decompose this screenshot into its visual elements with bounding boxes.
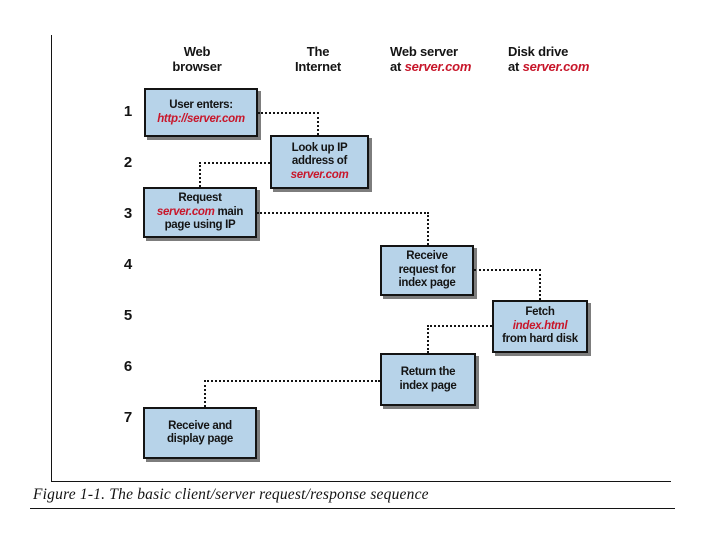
connector-6-7-horizontal xyxy=(204,380,380,382)
connector-3-4-vertical xyxy=(427,212,429,245)
connector-2-3-vertical xyxy=(199,162,201,187)
connector-4-5-vertical xyxy=(539,269,541,300)
figure-caption: Figure 1-1. The basic client/server requ… xyxy=(33,486,429,503)
connector-5-6-vertical xyxy=(427,325,429,353)
step-number-6: 6 xyxy=(123,358,133,375)
connector-1-2-horizontal xyxy=(258,112,319,114)
connector-4-5-horizontal xyxy=(474,269,541,271)
step-number-4: 4 xyxy=(123,256,133,273)
step-number-7: 7 xyxy=(123,409,133,426)
connector-5-6-horizontal xyxy=(427,325,492,327)
step-number-3: 3 xyxy=(123,205,133,222)
step-number-5: 5 xyxy=(123,307,133,324)
figure-border-bottom xyxy=(51,481,671,482)
caption-underline xyxy=(30,508,675,509)
connector-3-4-horizontal xyxy=(257,212,429,214)
figure-border-left xyxy=(51,35,52,481)
connector-2-3-horizontal xyxy=(199,162,270,164)
step-number-2: 2 xyxy=(123,154,133,171)
connector-1-2-vertical xyxy=(317,112,319,135)
step-box-user-enters-url: User enters:http://server.com xyxy=(144,88,258,137)
connector-6-7-vertical xyxy=(204,380,206,407)
step-number-1: 1 xyxy=(123,103,133,120)
